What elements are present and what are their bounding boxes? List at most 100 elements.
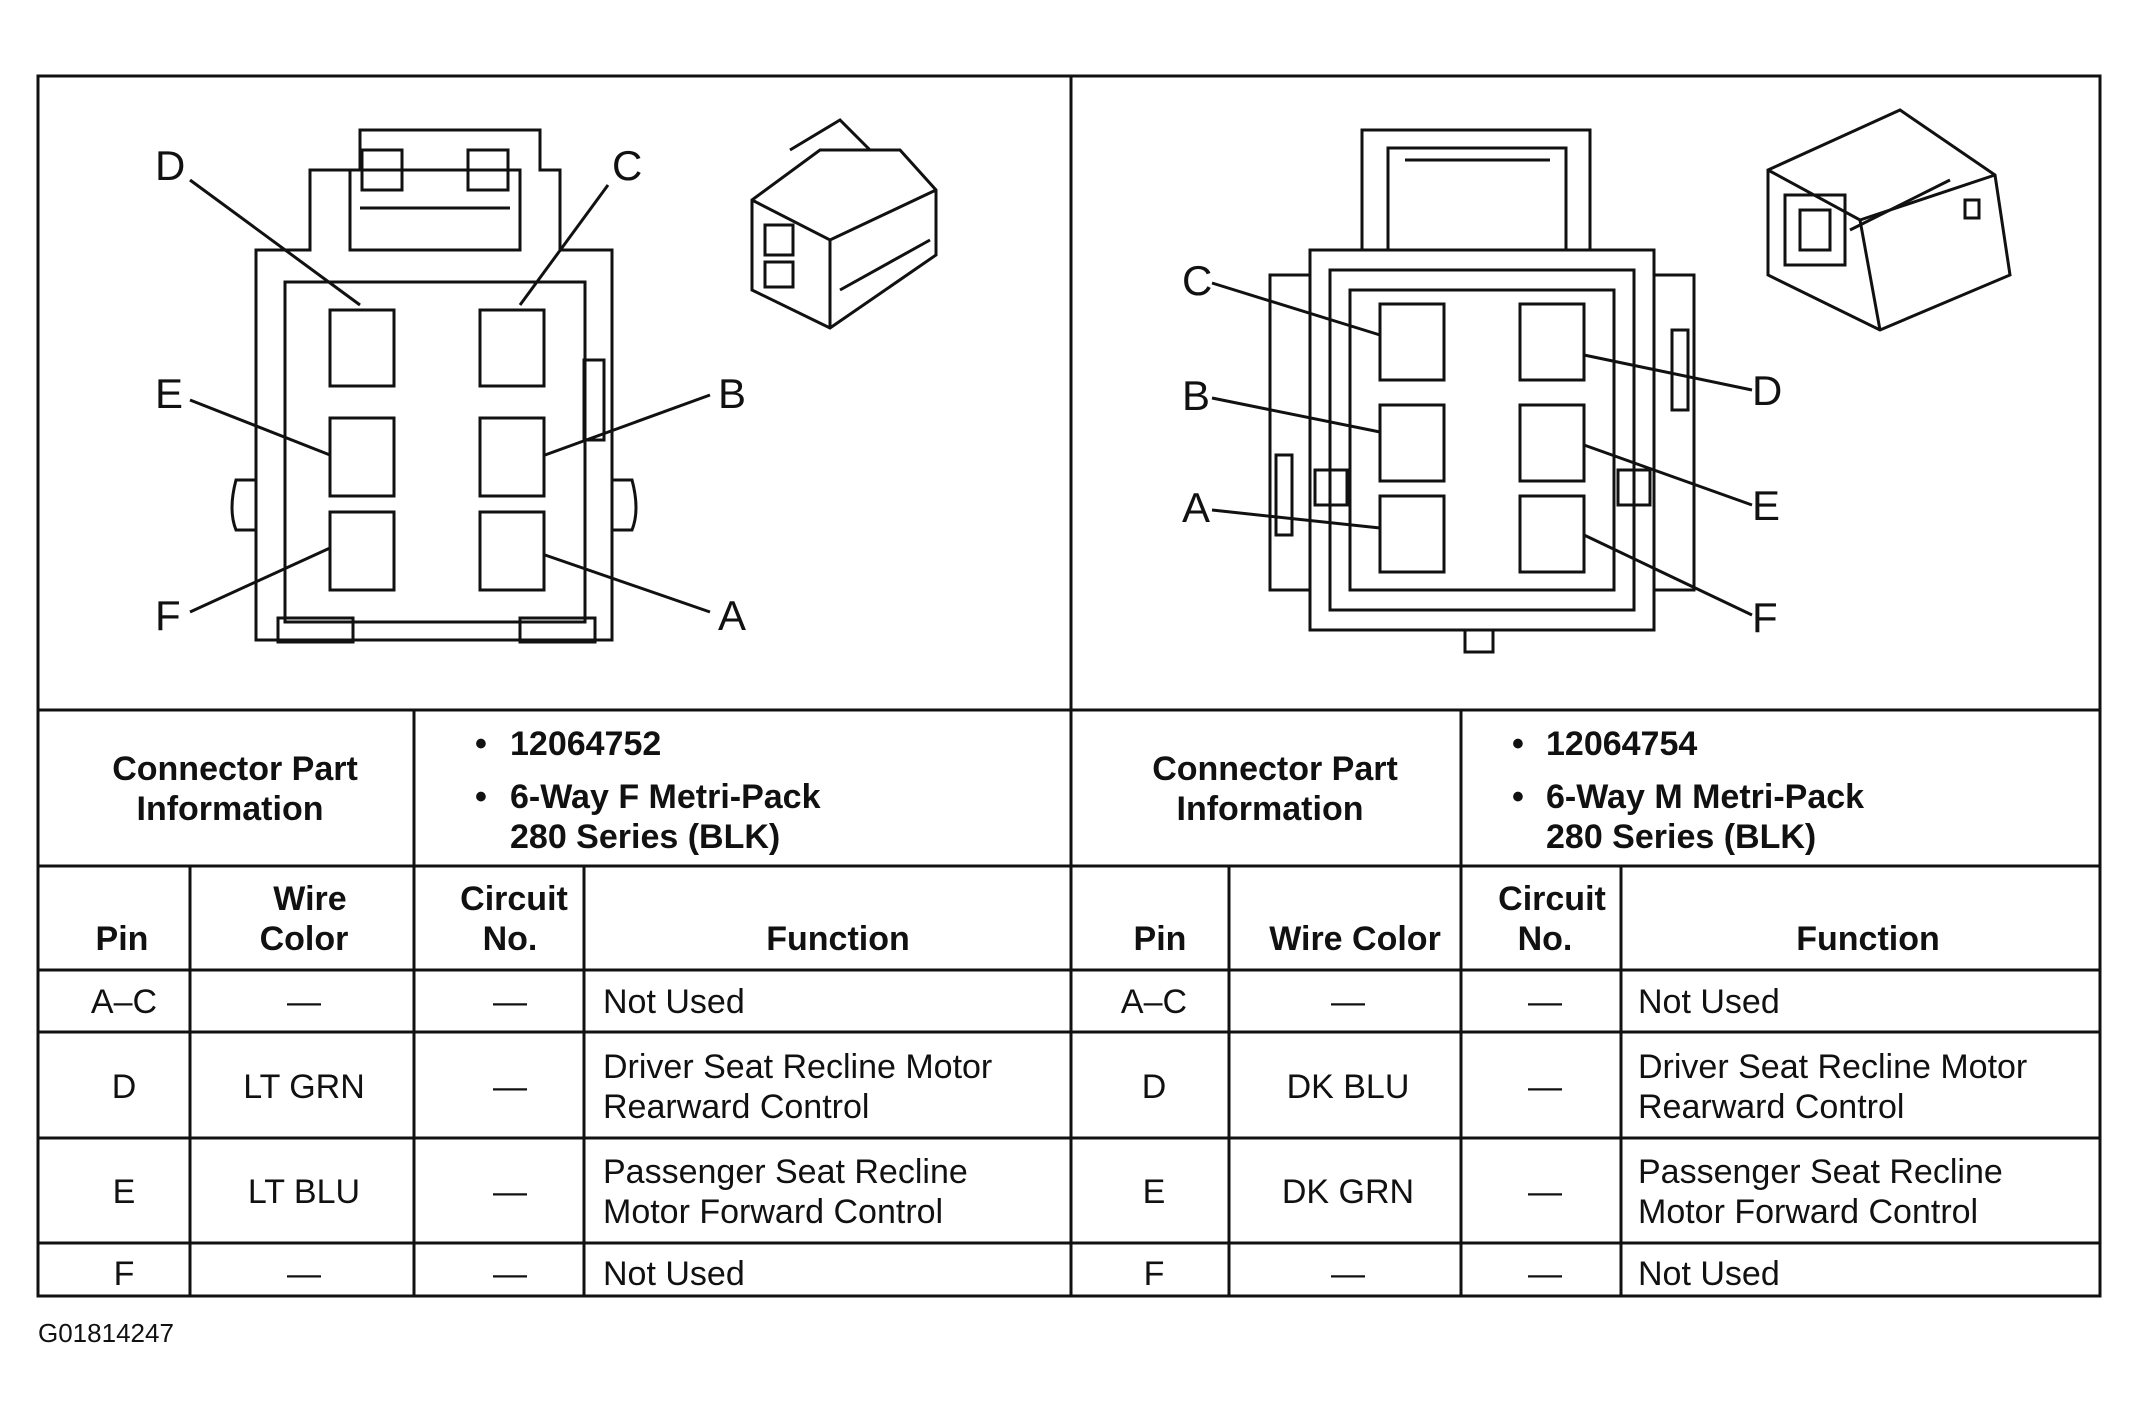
- left-cavity-e: [328, 416, 396, 498]
- left-row2-function-2: Rearward Control: [603, 1088, 869, 1126]
- left-table-rows: A–C — — Not Used D LT GRN — Driver Seat …: [91, 983, 992, 1293]
- right-part-desc-1: 6-Way M Metri-Pack: [1546, 778, 1864, 816]
- left-part-desc-1: 6-Way F Metri-Pack: [510, 778, 821, 816]
- right-cavity-c: [1378, 302, 1446, 382]
- right-bullet-2: •: [1512, 778, 1524, 816]
- right-cavity-d: [1518, 302, 1586, 382]
- left-row3-circuit: —: [493, 1173, 527, 1211]
- left-label-c: C: [612, 142, 642, 189]
- right-label-e: E: [1752, 482, 1780, 529]
- right-hdr-pin: Pin: [1134, 920, 1187, 958]
- right-cavity-f: [1518, 494, 1586, 574]
- right-part-info: Connector Part Information • 12064754 • …: [1152, 725, 1864, 856]
- right-label-b: B: [1182, 372, 1210, 419]
- right-row1-wire: —: [1331, 983, 1365, 1021]
- left-row1-pin: A–C: [91, 983, 157, 1021]
- left-hdr-circuit-2: No.: [483, 920, 538, 958]
- right-hdr-circuit-2: No.: [1518, 920, 1573, 958]
- right-row1-pin: A–C: [1121, 983, 1187, 1021]
- right-row2-wire: DK BLU: [1287, 1068, 1410, 1106]
- left-row3-wire: LT BLU: [248, 1173, 360, 1211]
- right-row3-function-1: Passenger Seat Recline: [1638, 1153, 2003, 1191]
- right-row2-circuit: —: [1528, 1068, 1562, 1106]
- right-label-a: A: [1182, 484, 1210, 531]
- left-connector-3d-view: [750, 118, 938, 330]
- right-row1-circuit: —: [1528, 983, 1562, 1021]
- left-table-headers: Pin Wire Color Circuit No. Function: [96, 880, 910, 958]
- left-connector-face: [189, 128, 711, 644]
- left-row2-function-1: Driver Seat Recline Motor: [603, 1048, 992, 1086]
- right-label-c: C: [1182, 257, 1212, 304]
- right-cavity-e: [1518, 403, 1586, 483]
- left-part-info: Connector Part Information • 12064752 • …: [112, 725, 820, 856]
- right-row3-pin: E: [1143, 1173, 1166, 1211]
- right-row1-function: Not Used: [1638, 983, 1780, 1021]
- left-label-b: B: [718, 370, 746, 417]
- left-label-f: F: [155, 592, 181, 639]
- left-partinfo-label-1: Connector Part: [112, 750, 358, 788]
- left-row4-function: Not Used: [603, 1255, 745, 1293]
- right-row2-function-2: Rearward Control: [1638, 1088, 1904, 1126]
- right-row3-circuit: —: [1528, 1173, 1562, 1211]
- right-row2-function-1: Driver Seat Recline Motor: [1638, 1048, 2027, 1086]
- left-hdr-circuit-1: Circuit: [460, 880, 568, 918]
- left-part-number: 12064752: [510, 725, 661, 763]
- right-connector-face: [1211, 128, 1753, 654]
- left-partinfo-label-2: Information: [137, 790, 324, 828]
- left-row1-wire: —: [287, 983, 321, 1021]
- left-hdr-wire-1: Wire: [273, 880, 346, 918]
- left-bullet-1: •: [475, 725, 487, 763]
- left-label-d: D: [155, 142, 185, 189]
- right-table-headers: Pin Wire Color Circuit No. Function: [1134, 880, 1940, 958]
- left-pin-labels: D C E B F A: [155, 142, 746, 639]
- right-partinfo-label-2: Information: [1177, 790, 1364, 828]
- left-row3-pin: E: [113, 1173, 136, 1211]
- right-part-number: 12064754: [1546, 725, 1697, 763]
- right-label-d: D: [1752, 367, 1782, 414]
- left-cavity-a: [478, 510, 546, 592]
- left-row2-pin: D: [112, 1068, 137, 1106]
- right-row4-circuit: —: [1528, 1255, 1562, 1293]
- left-row3-function-1: Passenger Seat Recline: [603, 1153, 968, 1191]
- left-row1-circuit: —: [493, 983, 527, 1021]
- left-hdr-function: Function: [766, 920, 910, 958]
- right-hdr-circuit-1: Circuit: [1498, 880, 1606, 918]
- right-connector-3d-view: [1766, 108, 2012, 332]
- right-table-rows: A–C — — Not Used D DK BLU — Driver Seat …: [1121, 983, 2027, 1293]
- right-label-f: F: [1752, 594, 1778, 641]
- right-hdr-function: Function: [1796, 920, 1940, 958]
- left-row4-wire: —: [287, 1255, 321, 1293]
- right-row4-function: Not Used: [1638, 1255, 1780, 1293]
- left-row4-circuit: —: [493, 1255, 527, 1293]
- left-label-a: A: [718, 592, 746, 639]
- right-row2-pin: D: [1142, 1068, 1167, 1106]
- left-row2-circuit: —: [493, 1068, 527, 1106]
- left-cavity-f: [328, 510, 396, 592]
- outer-frame: [36, 74, 2102, 1298]
- left-cavity-b: [478, 416, 546, 498]
- left-row1-function: Not Used: [603, 983, 745, 1021]
- left-hdr-pin: Pin: [96, 920, 149, 958]
- right-row3-wire: DK GRN: [1282, 1173, 1414, 1211]
- right-part-desc-2: 280 Series (BLK): [1546, 818, 1816, 856]
- left-row3-function-2: Motor Forward Control: [603, 1193, 943, 1231]
- right-pin-labels: C B A D E F: [1182, 257, 1782, 641]
- right-hdr-wire: Wire Color: [1269, 920, 1441, 958]
- right-bullet-1: •: [1512, 725, 1524, 763]
- right-cavity-a: [1378, 494, 1446, 574]
- right-row3-function-2: Motor Forward Control: [1638, 1193, 1978, 1231]
- left-row2-wire: LT GRN: [243, 1068, 365, 1106]
- left-cavity-d: [328, 308, 396, 388]
- right-partinfo-label-1: Connector Part: [1152, 750, 1398, 788]
- left-row4-pin: F: [114, 1255, 135, 1293]
- left-label-e: E: [155, 370, 183, 417]
- right-row4-pin: F: [1144, 1255, 1165, 1293]
- left-hdr-wire-2: Color: [260, 920, 349, 958]
- right-row4-wire: —: [1331, 1255, 1365, 1293]
- right-cavity-b: [1378, 403, 1446, 483]
- left-bullet-2: •: [475, 778, 487, 816]
- left-part-desc-2: 280 Series (BLK): [510, 818, 780, 856]
- figure-id: G01814247: [38, 1318, 174, 1348]
- left-cavity-c: [478, 308, 546, 388]
